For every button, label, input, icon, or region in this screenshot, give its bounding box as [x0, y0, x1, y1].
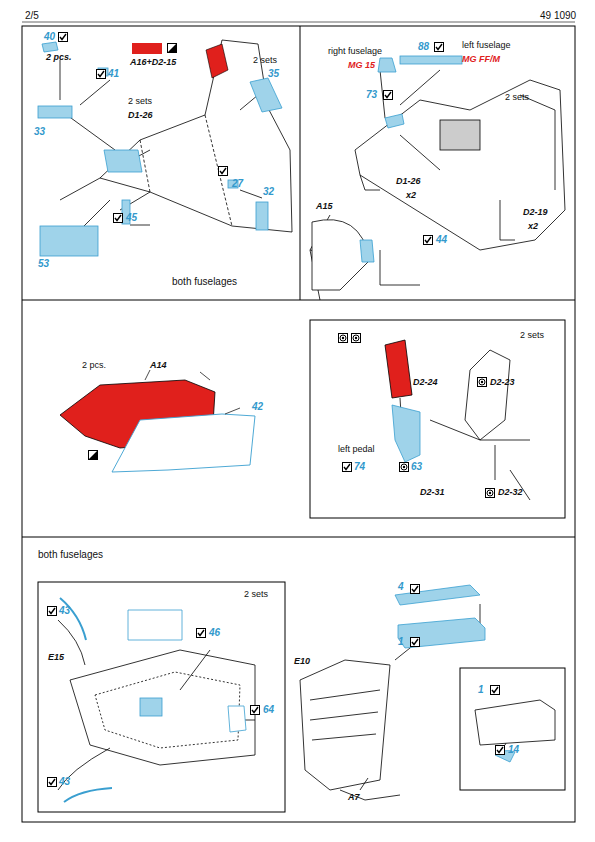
weapon-label: MG FF/M	[462, 54, 500, 65]
callout-number: 42	[252, 401, 263, 412]
note-text: left pedal	[338, 444, 375, 455]
header-text: 2/5	[25, 10, 39, 21]
callout-number: 43	[59, 776, 70, 787]
header-text: both fuselages	[172, 276, 237, 287]
callout-number: 45	[126, 212, 137, 223]
callout-number: 53	[38, 258, 49, 269]
note-text: left fuselage	[462, 40, 511, 51]
part-number: D1-26	[128, 110, 153, 121]
header-text: 49 1090	[540, 10, 576, 21]
part-number: A7	[348, 792, 360, 803]
callout-number: 64	[263, 704, 274, 715]
callout-number: 63	[411, 461, 422, 472]
callout-number: 44	[436, 234, 447, 245]
part-number: 2 pcs.	[46, 52, 72, 63]
callout-number: 73	[366, 89, 377, 100]
callout-number: 33	[34, 126, 45, 137]
callout-number: 88	[418, 41, 429, 52]
note-text: 2 sets	[520, 330, 544, 341]
note-text: 2 sets	[253, 55, 277, 66]
part-number: D2-23	[490, 377, 515, 388]
part-number: D2-24	[413, 377, 438, 388]
part-number: D1-26	[396, 176, 421, 187]
part-number: A15	[316, 201, 333, 212]
part-number: D2-32	[498, 487, 523, 498]
callout-number: 1	[478, 684, 484, 695]
callout-number: 74	[354, 461, 365, 472]
callout-number: 43	[59, 605, 70, 616]
part-number: x2	[406, 190, 416, 201]
callout-number: 41	[108, 68, 119, 79]
note-text: right fuselage	[328, 46, 382, 57]
callout-number: 14	[508, 744, 519, 755]
part-number: A16+D2-15	[130, 57, 176, 68]
part-number: E15	[48, 652, 64, 663]
callout-number: 32	[263, 186, 274, 197]
callout-number: 35	[268, 68, 279, 79]
note-text: 2 sets	[244, 589, 268, 600]
header-text: both fuselages	[38, 549, 103, 560]
part-number: E10	[294, 656, 310, 667]
callout-number: 46	[209, 627, 220, 638]
note-text: 2 sets	[128, 96, 152, 107]
part-number: D2-31	[420, 487, 445, 498]
callout-number: 27	[232, 178, 243, 189]
note-text: 2 pcs.	[82, 360, 106, 371]
part-number: D2-19	[523, 207, 548, 218]
callout-number: 40	[44, 31, 55, 42]
callout-number: 4	[398, 581, 404, 592]
part-number: x2	[528, 221, 538, 232]
callout-number: 1	[398, 636, 404, 647]
weapon-label: MG 15	[348, 60, 375, 71]
note-text: 2 sets	[505, 92, 529, 103]
part-number: A14	[150, 360, 167, 371]
